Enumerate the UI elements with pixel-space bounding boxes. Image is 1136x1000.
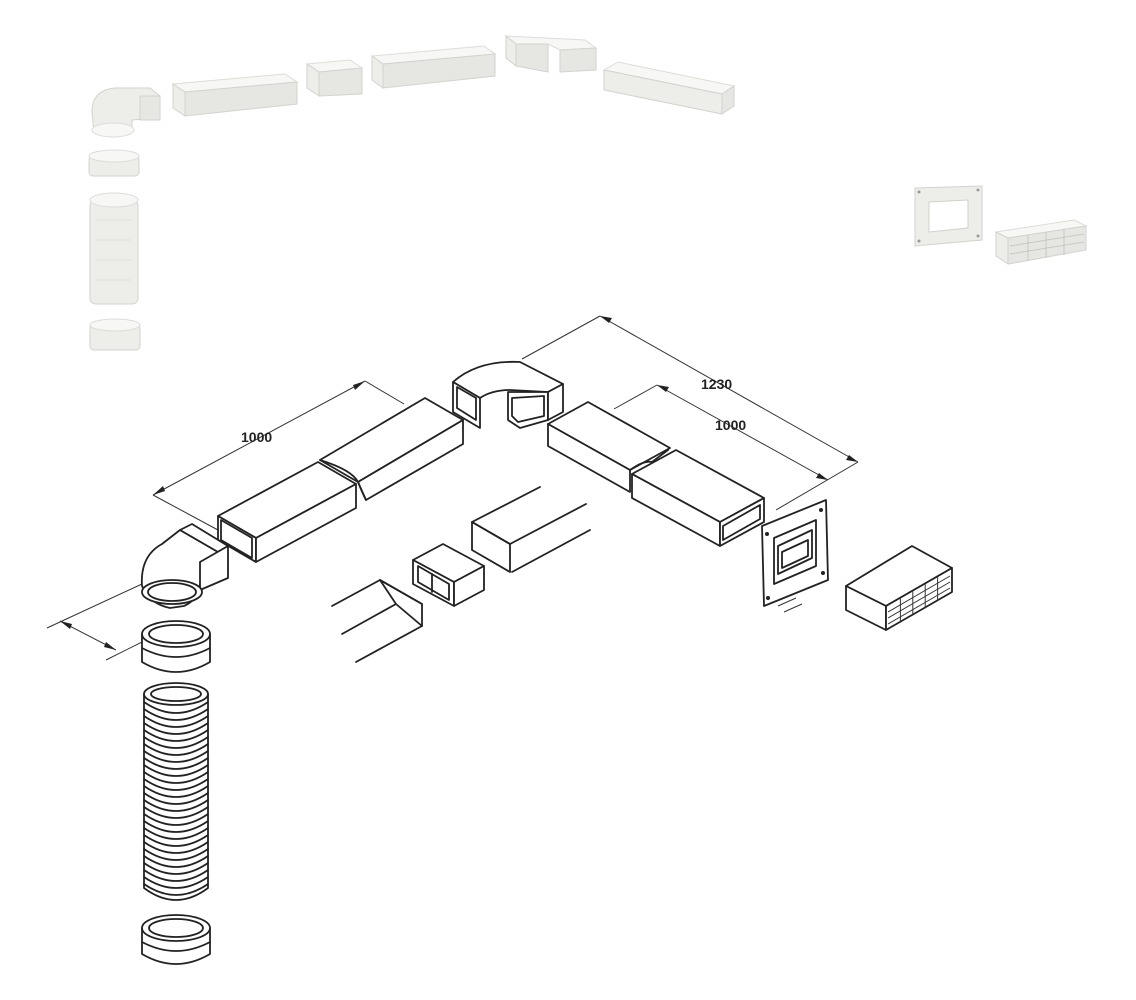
- photo-round-elbow: [91, 87, 161, 138]
- photo-flat-duct-2: [370, 45, 497, 89]
- photo-flat-duct-3: [602, 61, 736, 115]
- dimension-left-1000: [152, 380, 405, 531]
- flat-duct-connector: [412, 543, 485, 607]
- flat-duct-right-lower: [631, 449, 765, 547]
- round-collar-upper: [141, 620, 211, 673]
- wall-plate: [761, 499, 829, 613]
- flat-duct-middle: [471, 486, 591, 573]
- round-collar-lower: [141, 914, 211, 965]
- round-to-flat-elbow: [140, 523, 229, 609]
- flat-duct-right-upper: [547, 401, 671, 493]
- flat-duct-left-upper: [319, 397, 464, 501]
- photo-round-collar-1: [88, 149, 140, 177]
- dimension-right-1000: [613, 384, 829, 481]
- flexible-hose: [143, 682, 209, 901]
- photo-horizontal-elbow: [504, 34, 598, 73]
- flat-duct-left-lower: [217, 461, 357, 563]
- flat-duct-lower-stub: [331, 579, 423, 663]
- label-overall-1230: 1230: [701, 376, 732, 392]
- label-left-1000: 1000: [241, 429, 272, 445]
- photo-components: [88, 34, 1088, 351]
- dimension-overall-1230: [521, 315, 859, 511]
- flat-duct-elbow: [452, 360, 564, 429]
- photo-flexible-hose: [89, 192, 139, 305]
- label-right-1000: 1000: [715, 417, 746, 433]
- line-drawing: [46, 315, 953, 965]
- air-brick-grille: [845, 545, 953, 631]
- photo-air-brick-grille: [994, 219, 1088, 265]
- photo-duct-connector: [305, 59, 364, 97]
- dimension-left-height: [46, 583, 151, 661]
- photo-round-collar-2: [89, 318, 141, 351]
- photo-flat-duct-1: [171, 73, 299, 117]
- photo-wall-plate: [914, 185, 983, 247]
